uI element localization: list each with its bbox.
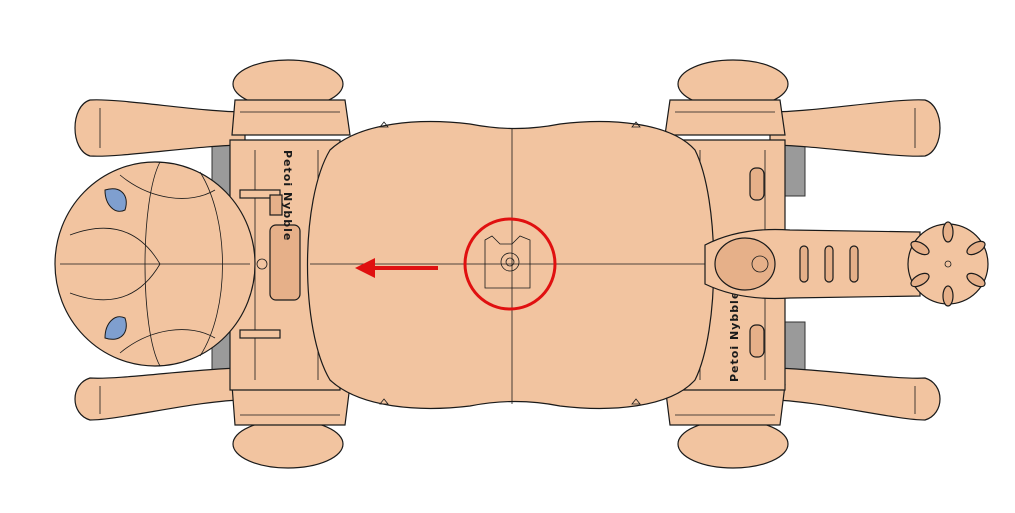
rear-right-leg	[664, 367, 941, 469]
front-right-leg	[664, 59, 941, 157]
annotation-circle	[463, 217, 557, 311]
tail	[704, 221, 989, 307]
head	[54, 161, 283, 367]
body-shell	[306, 121, 715, 409]
annotation	[355, 217, 557, 311]
brand-label-left: Petoi Nybble	[281, 150, 294, 241]
tail-fan-icon	[910, 221, 986, 307]
rear-left-leg	[74, 367, 351, 469]
logo-icon	[484, 235, 531, 289]
front-left-leg	[74, 59, 351, 157]
right-eye-icon	[104, 316, 127, 340]
arrow-head-icon	[355, 258, 375, 278]
brand-label-right: Petoi Nybble	[728, 291, 741, 382]
left-eye-icon	[104, 188, 127, 212]
